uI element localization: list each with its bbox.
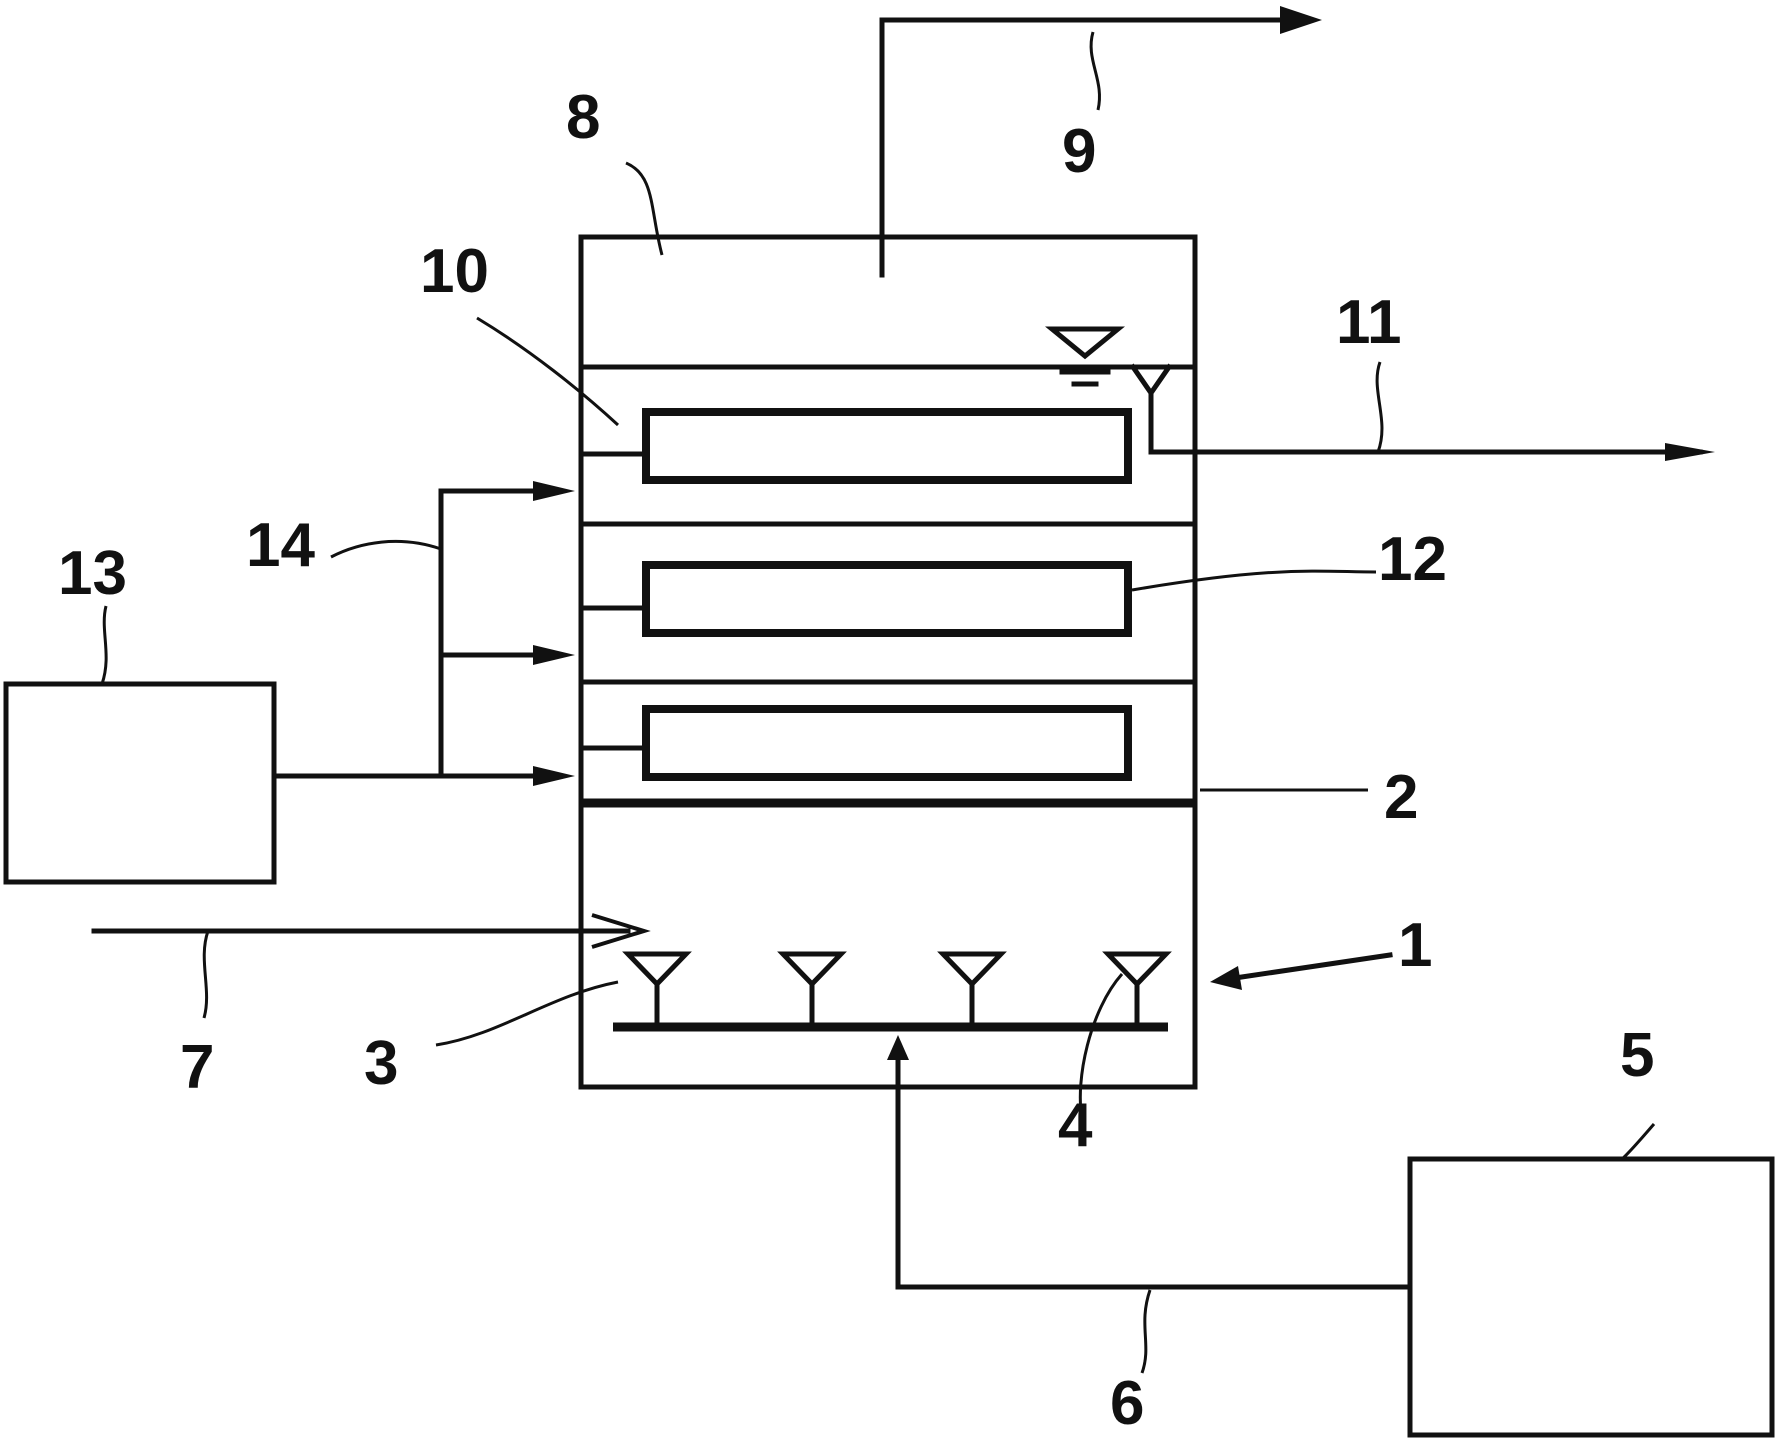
aerator-nozzle-icon xyxy=(622,951,692,1026)
leader-6 xyxy=(1140,1289,1152,1374)
label-5: 5 xyxy=(1620,1021,1654,1090)
label-13: 13 xyxy=(58,539,127,608)
liquid-level-icon xyxy=(1044,326,1126,387)
label-14: 14 xyxy=(246,511,315,580)
aerator-nozzle-icon xyxy=(777,951,847,1026)
permeate-outlet-nozzle-icon xyxy=(1129,363,1173,455)
aerator-nozzle-icon xyxy=(937,951,1007,1026)
label-6: 6 xyxy=(1110,1369,1144,1438)
leader-12 xyxy=(1131,569,1377,592)
label-10: 10 xyxy=(420,237,489,306)
leader-11 xyxy=(1375,361,1384,453)
aerator-nozzle-icon xyxy=(1102,951,1172,1026)
label-4: 4 xyxy=(1058,1091,1093,1160)
vessel-pointer-line xyxy=(1232,952,1393,981)
label-1: 1 xyxy=(1398,911,1432,980)
membrane-element-bottom xyxy=(642,705,1132,781)
supply-manifold xyxy=(438,488,558,779)
feed-inlet-arrow-icon xyxy=(591,913,651,949)
leader-8 xyxy=(625,161,664,256)
supply-arrow-middle-icon xyxy=(533,645,575,665)
gas-outlet-arrow-icon xyxy=(1280,6,1322,34)
leader-7 xyxy=(202,930,210,1019)
leader-13 xyxy=(100,605,108,685)
cleaning-unit-box xyxy=(3,681,277,885)
membrane-element-middle xyxy=(642,561,1132,637)
vessel-pointer-arrow-icon xyxy=(1210,966,1242,990)
label-8: 8 xyxy=(566,83,600,152)
supply-arrow-bottom-icon xyxy=(533,766,575,786)
label-2: 2 xyxy=(1384,763,1418,832)
air-supply-line xyxy=(895,1054,1413,1290)
air-supply-arrow-icon xyxy=(887,1035,909,1060)
reactor-vessel xyxy=(578,234,1198,1090)
blower-box xyxy=(1407,1156,1775,1438)
leader-9 xyxy=(1089,31,1101,111)
label-3: 3 xyxy=(364,1029,398,1098)
leader-10 xyxy=(476,316,620,427)
membrane-element-top xyxy=(642,408,1132,484)
leader-4 xyxy=(1078,973,1124,1119)
label-9: 9 xyxy=(1062,117,1096,186)
permeate-arrow-icon xyxy=(1665,443,1715,461)
label-12: 12 xyxy=(1378,525,1447,594)
leader-3 xyxy=(435,980,619,1047)
label-11: 11 xyxy=(1336,288,1402,357)
label-7: 7 xyxy=(180,1033,214,1102)
gas-outlet-line xyxy=(879,17,1303,278)
supply-arrow-top-icon xyxy=(533,481,575,501)
leader-14 xyxy=(330,539,442,559)
leader-5 xyxy=(1621,1123,1656,1161)
